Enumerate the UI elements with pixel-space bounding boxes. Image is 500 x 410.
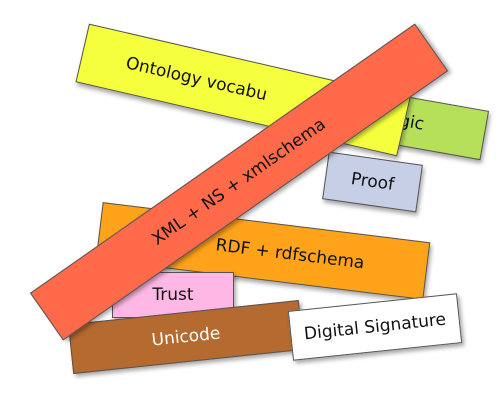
proof-layer: Proof (322, 151, 423, 213)
trust-layer: Trust (112, 272, 234, 318)
proof-layer-label: Proof (349, 169, 396, 195)
rdf-schema-layer-label: RDF + rdfschema (214, 235, 366, 274)
ontology-vocabulary-layer-label: Ontology vocabu (123, 53, 270, 106)
digital-signature-layer-label: Digital Signature (303, 309, 447, 345)
unicode-layer-label: Unicode (150, 323, 222, 351)
digital-signature-layer: Digital Signature (287, 293, 463, 361)
trust-layer-label: Trust (152, 285, 194, 305)
